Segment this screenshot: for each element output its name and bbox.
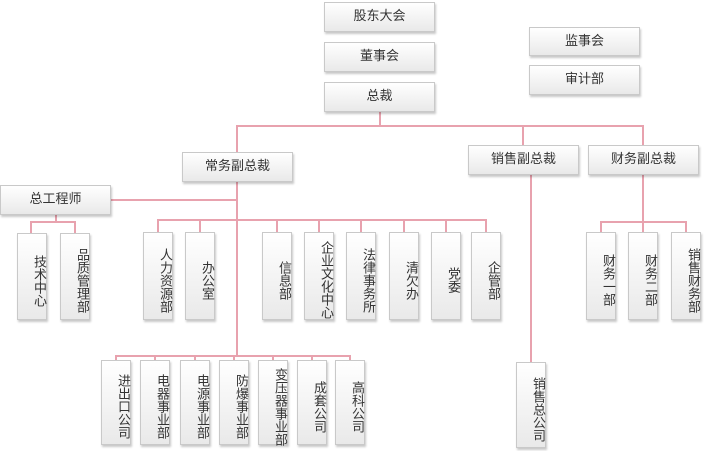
node-quality-mgmt[interactable]: 品质管理部 (60, 233, 90, 320)
node-label: 企业文化中心 (318, 241, 333, 319)
node-label: 销售财务部 (685, 247, 700, 313)
node-executive-vp[interactable]: 常务副总裁 (182, 152, 293, 182)
node-label: 财务二部 (642, 254, 657, 306)
node-label: 电源事业部 (194, 374, 209, 439)
node-complete-set[interactable]: 成套公司 (297, 360, 327, 445)
node-label: 总裁 (366, 89, 393, 104)
node-hr[interactable]: 人力资源部 (143, 232, 173, 320)
node-label: 技术中心 (31, 254, 46, 307)
node-sales-finance[interactable]: 销售财务部 (671, 232, 701, 320)
node-enterprise-mgmt[interactable]: 企管部 (471, 232, 501, 320)
node-label: 变压器事业部 (272, 367, 287, 446)
node-power-supply[interactable]: 电源事业部 (180, 360, 210, 445)
node-label: 企管部 (485, 260, 500, 300)
node-label: 监事会 (564, 33, 604, 49)
node-board[interactable]: 董事会 (324, 42, 435, 72)
node-sales-vp[interactable]: 销售副总裁 (468, 145, 579, 175)
node-supervisory[interactable]: 监事会 (529, 27, 640, 56)
node-label: 进出口公司 (115, 374, 130, 439)
node-label: 总工程师 (29, 192, 82, 207)
node-integrity[interactable]: 清欠办 (389, 232, 419, 320)
node-import-export[interactable]: 进出口公司 (101, 360, 131, 445)
node-info[interactable]: 信息部 (262, 232, 292, 320)
node-label: 电器事业部 (154, 374, 169, 439)
node-label: 审计部 (564, 72, 604, 87)
node-label: 销售总公司 (530, 376, 545, 442)
node-chief-engineer[interactable]: 总工程师 (0, 185, 111, 215)
node-hitech[interactable]: 高科公司 (335, 360, 365, 445)
node-label: 信息部 (276, 260, 291, 300)
node-transformer[interactable]: 变压器事业部 (258, 360, 288, 446)
node-label: 法律事务所 (360, 247, 375, 313)
node-audit[interactable]: 审计部 (529, 65, 640, 95)
node-label: 防爆事业部 (233, 374, 248, 439)
node-label: 高科公司 (349, 380, 364, 433)
node-finance-2[interactable]: 财务二部 (628, 232, 658, 320)
node-label: 股东大会 (353, 9, 406, 24)
node-label: 常务副总裁 (204, 159, 270, 174)
node-explosion-proof[interactable]: 防爆事业部 (219, 360, 249, 445)
node-label: 品质管理部 (74, 248, 89, 313)
node-label: 董事会 (359, 49, 399, 64)
node-party[interactable]: 党委 (431, 232, 461, 320)
node-label: 销售副总裁 (490, 152, 556, 167)
node-finance-vp[interactable]: 财务副总裁 (588, 145, 699, 175)
node-electrical[interactable]: 电器事业部 (140, 360, 170, 445)
node-label: 清欠办 (403, 260, 418, 300)
node-label: 财务一部 (600, 254, 615, 306)
node-legal[interactable]: 法律事务所 (346, 232, 376, 320)
node-finance-1[interactable]: 财务一部 (586, 232, 616, 320)
node-label: 财务副总裁 (610, 152, 676, 167)
node-sales-company[interactable]: 销售总公司 (516, 362, 546, 448)
node-tech-center[interactable]: 技术中心 (17, 233, 47, 320)
node-label: 党委 (445, 267, 460, 293)
node-label: 成套公司 (311, 380, 326, 433)
node-president[interactable]: 总裁 (324, 82, 435, 112)
node-shareholders[interactable]: 股东大会 (324, 2, 435, 32)
node-label: 人力资源部 (157, 247, 172, 313)
node-label: 办公室 (199, 260, 214, 300)
node-office[interactable]: 办公室 (185, 232, 215, 320)
node-culture[interactable]: 企业文化中心 (304, 232, 334, 320)
